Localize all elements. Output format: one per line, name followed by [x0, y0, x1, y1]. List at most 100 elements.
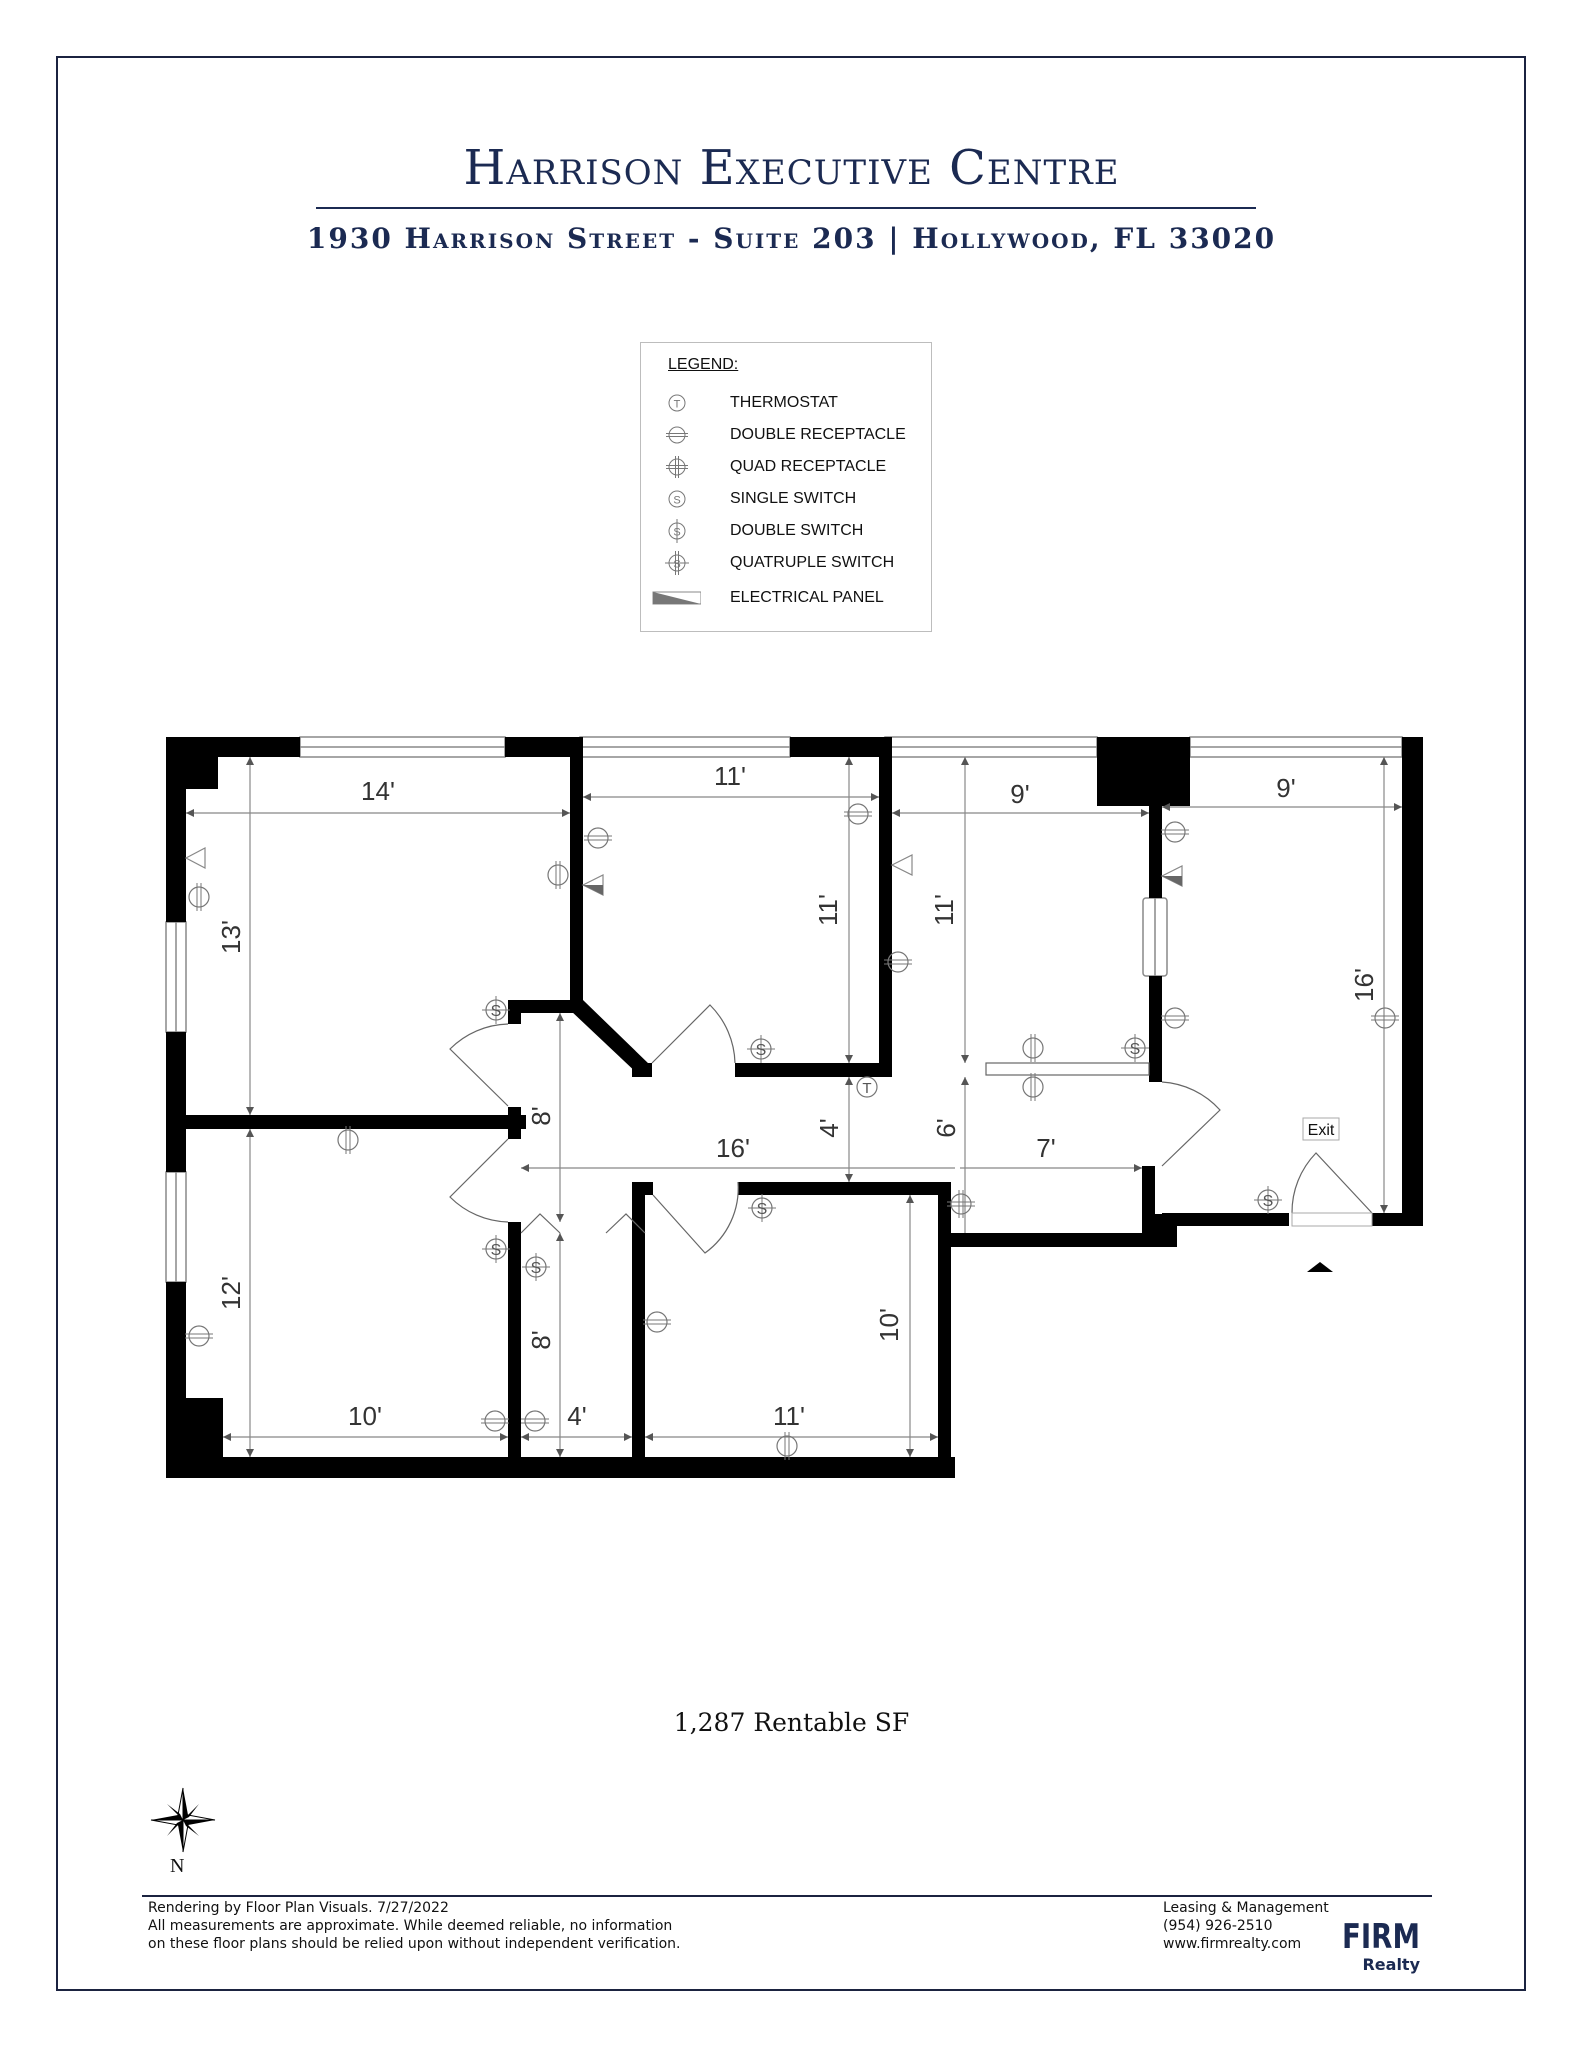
- legend-item-double-receptacle: DOUBLE RECEPTACLE: [641, 421, 931, 449]
- single-switch-icon: S: [668, 490, 686, 508]
- address-subtitle: 1930 Harrison Street - Suite 203 | Holly…: [306, 222, 1277, 255]
- single-switch-icon: [746, 1034, 776, 1064]
- dim-office-ne-width: 9': [1276, 773, 1295, 803]
- double-receptacle-icon: [776, 1431, 798, 1461]
- footer-phone[interactable]: (954) 926-2510: [1163, 1918, 1273, 1934]
- dim-office-sw-depth: 12': [216, 1276, 246, 1310]
- single-switch-icon: [481, 1234, 511, 1264]
- legend-label: QUATRUPLE SWITCH: [730, 554, 895, 571]
- double-receptacle-icon: [666, 426, 688, 444]
- dim-office-n-width: 11': [714, 761, 746, 791]
- dim-office-n-depth: 11': [813, 894, 843, 926]
- svg-text:S: S: [673, 495, 680, 507]
- dim-office-nw-width: 14': [361, 776, 395, 806]
- svg-text:Exit: Exit: [1308, 1122, 1335, 1139]
- legend-box: LEGEND: T THERMOSTAT DOUBLE RECEPTACLE Q…: [640, 342, 932, 632]
- single-switch-icon: [1253, 1185, 1283, 1215]
- double-receptacle-icon: [1022, 1072, 1044, 1102]
- rentable-area: 1,287 Rentable SF: [673, 1708, 910, 1737]
- dimension-lines: [186, 757, 1402, 1457]
- footer-leasing-label: Leasing & Management: [1163, 1900, 1329, 1916]
- page-border: [56, 56, 1526, 1991]
- double-receptacle-icon: [642, 1311, 672, 1333]
- dim-office-sw-width: 10': [348, 1401, 382, 1431]
- svg-text:S: S: [673, 559, 680, 571]
- footer-contact: Leasing & Management (954) 926-2510 www.…: [1163, 1899, 1329, 1953]
- legend-label: THERMOSTAT: [730, 394, 838, 411]
- legend-label: QUAD RECEPTACLE: [730, 458, 887, 475]
- svg-text:Realty: Realty: [1362, 1955, 1420, 1974]
- dim-office-s-depth: 10': [874, 1308, 904, 1342]
- legend-item-quad-receptacle: QUAD RECEPTACLE: [641, 453, 931, 481]
- svg-text:T: T: [862, 1080, 871, 1097]
- single-switch-icon: [481, 995, 511, 1025]
- title-divider: [316, 207, 1256, 209]
- legend-title: LEGEND:: [668, 356, 739, 373]
- dim-corridor-east-length: 7': [1036, 1133, 1055, 1163]
- electrical-panel-icon: [583, 885, 603, 895]
- double-receptacle-icon: [1022, 1033, 1044, 1063]
- electrical-panel-icon: [184, 847, 206, 869]
- dim-corridor-gap: 4': [814, 1118, 844, 1137]
- footer-website-link[interactable]: www.firmrealty.com: [1163, 1936, 1302, 1952]
- dim-office-nw-depth: 13': [216, 920, 246, 954]
- footer-rendering-credit: Rendering by Floor Plan Visuals. 7/27/20…: [148, 1900, 449, 1916]
- firm-realty-logo: FIRM Realty: [1342, 1917, 1421, 1974]
- walls: [166, 737, 1423, 1478]
- dim-office-ne-depth: 16': [1349, 968, 1379, 1002]
- footer-divider: [142, 1895, 1432, 1897]
- quatruple-switch-icon: S: [665, 551, 689, 575]
- double-receptacle-icon: [337, 1125, 359, 1155]
- legend-label: ELECTRICAL PANEL: [730, 589, 884, 606]
- electrical-panel-icon: [890, 854, 913, 876]
- dim-reception-depth: 11': [929, 894, 959, 926]
- double-receptacle-icon: [520, 1410, 550, 1432]
- dim-reception-width: 9': [1010, 779, 1029, 809]
- single-switch-icon: [521, 1252, 551, 1282]
- electrical-symbols: T: [184, 803, 1400, 1461]
- double-receptacle-icon: [547, 860, 569, 890]
- electrical-panel-icon: [1162, 876, 1182, 886]
- dim-corridor-length: 16': [716, 1133, 750, 1163]
- legend-label: DOUBLE RECEPTACLE: [730, 426, 906, 443]
- svg-text:FIRM: FIRM: [1342, 1917, 1420, 1957]
- legend-item-quatruple-switch: S QUATRUPLE SWITCH: [641, 549, 931, 577]
- svg-text:S: S: [673, 527, 680, 539]
- dim-corridor-width: 8': [526, 1106, 556, 1125]
- legend-item-double-switch: S DOUBLE SWITCH: [641, 517, 931, 545]
- single-switch-icon: [747, 1193, 777, 1223]
- page-title: Harrison Executive Centre: [463, 140, 1120, 196]
- double-receptacle-icon: [1370, 1007, 1400, 1029]
- reception-counter: [985, 1062, 1150, 1076]
- windows: [165, 736, 1403, 1283]
- dim-corridor-gap-east: 6': [931, 1118, 961, 1137]
- footer-disclaimer-line: on these floor plans should be relied up…: [148, 1936, 681, 1952]
- double-switch-icon: S: [668, 519, 686, 543]
- legend-item-thermostat: T THERMOSTAT: [641, 389, 931, 417]
- legend-item-single-switch: S SINGLE SWITCH: [641, 485, 931, 513]
- double-receptacle-icon: [1160, 821, 1190, 843]
- quad-receptacle-icon: [946, 1189, 976, 1219]
- dim-office-s-width: 11': [773, 1401, 805, 1431]
- double-receptacle-icon: [843, 803, 873, 825]
- dimension-labels: 14' 13' 11' 11' 9' 11' 9' 16' 16' 8' 4' …: [216, 761, 1379, 1431]
- dim-closet-depth: 8': [526, 1330, 556, 1349]
- compass-north-label: N: [170, 1855, 185, 1877]
- svg-text:T: T: [674, 399, 681, 411]
- legend-label: DOUBLE SWITCH: [730, 522, 864, 539]
- entry-arrow-icon: [1307, 1262, 1333, 1272]
- quad-receptacle-icon: [666, 456, 688, 478]
- legend-item-electrical-panel: ELECTRICAL PANEL: [641, 584, 931, 612]
- legend-label: SINGLE SWITCH: [730, 490, 857, 507]
- exit-sign: Exit: [1302, 1117, 1340, 1141]
- double-receptacle-icon: [480, 1410, 510, 1432]
- double-receptacle-icon: [1160, 1007, 1190, 1029]
- doors: [449, 1004, 1373, 1254]
- footer-disclaimer: Rendering by Floor Plan Visuals. 7/27/20…: [148, 1899, 681, 1953]
- double-receptacle-icon: [184, 1325, 214, 1347]
- dim-closet-width: 4': [567, 1401, 586, 1431]
- thermostat-icon: T: [856, 1076, 878, 1098]
- electrical-panel-icon: [652, 591, 701, 605]
- double-receptacle-icon: [188, 882, 210, 912]
